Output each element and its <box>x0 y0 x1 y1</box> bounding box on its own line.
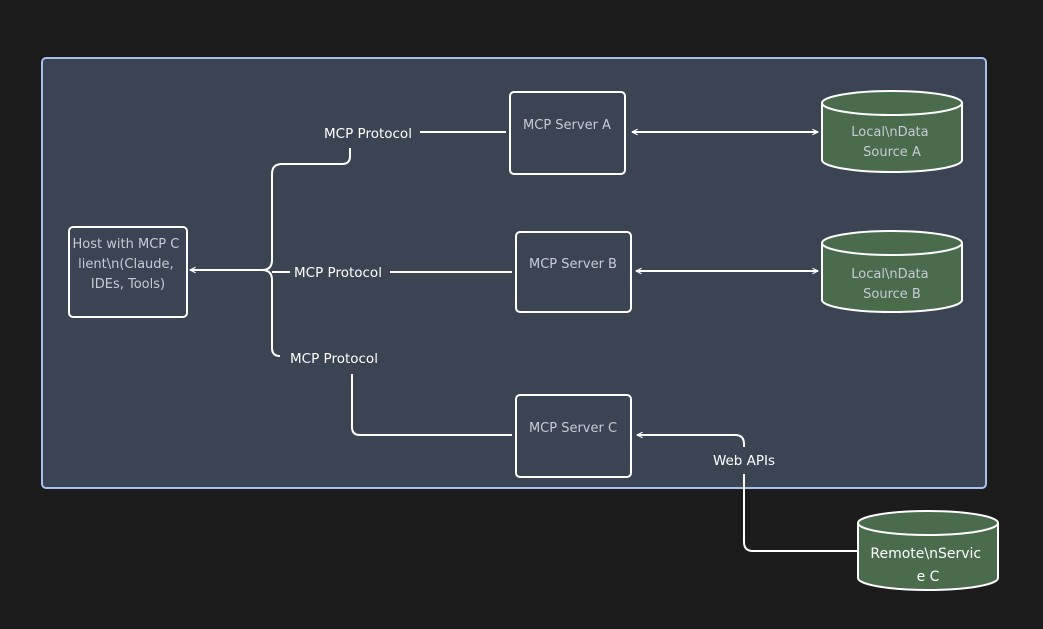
server-c-node[interactable]: MCP Server C <box>515 394 632 478</box>
host-label-line-3: IDEs, Tools) <box>91 277 165 292</box>
edge-label-protocol-c: MCP Protocol <box>290 351 378 367</box>
edge-label-web-apis: Web APIs <box>713 453 775 469</box>
server-a-label: MCP Server A <box>523 118 611 133</box>
data-source-b-cylinder[interactable]: Local\nData Source B <box>821 230 963 313</box>
svg-text:Remote\nServic e C: Remote\nServic e C <box>870 546 985 585</box>
host-node[interactable]: Host with MCP C lient\n(Claude, IDEs, To… <box>68 226 188 318</box>
remote-c-label-line-2: e C <box>917 569 940 585</box>
data-b-label-line-2: Source B <box>863 287 921 302</box>
edge-web-apis-remote <box>743 474 858 552</box>
host-label-line-1: Host with MCP C <box>73 237 180 252</box>
server-b-label: MCP Server B <box>529 257 617 272</box>
svg-text:Host with MCP C lient\n(: Host with MCP C lient\n(Claude, IDEs, To… <box>73 237 184 292</box>
data-source-a-cylinder[interactable]: Local\nData Source A <box>821 90 963 173</box>
host-label-line-2: lient\n(Claude, <box>78 257 174 272</box>
edge-protocol-c <box>351 374 512 436</box>
edge-web-apis <box>637 435 745 447</box>
remote-service-c-cylinder[interactable]: Remote\nServic e C <box>857 510 999 591</box>
data-b-label-line-1: Local\nData <box>851 267 928 282</box>
server-a-node[interactable]: MCP Server A <box>509 91 626 175</box>
remote-c-label-line-1: Remote\nServic <box>870 546 981 562</box>
edge-host-bracket <box>261 148 351 357</box>
edge-label-protocol-a: MCP Protocol <box>324 126 412 142</box>
svg-text:Local\nData Source A: Local\nData Source A <box>851 125 933 160</box>
data-a-label-line-1: Local\nData <box>851 125 928 140</box>
svg-text:Local\nData Source B: Local\nData Source B <box>851 267 933 302</box>
edges <box>190 132 858 552</box>
data-a-label-line-2: Source A <box>863 145 921 160</box>
server-b-node[interactable]: MCP Server B <box>515 231 632 313</box>
edge-label-protocol-b: MCP Protocol <box>294 265 382 281</box>
server-c-label: MCP Server C <box>529 421 617 436</box>
